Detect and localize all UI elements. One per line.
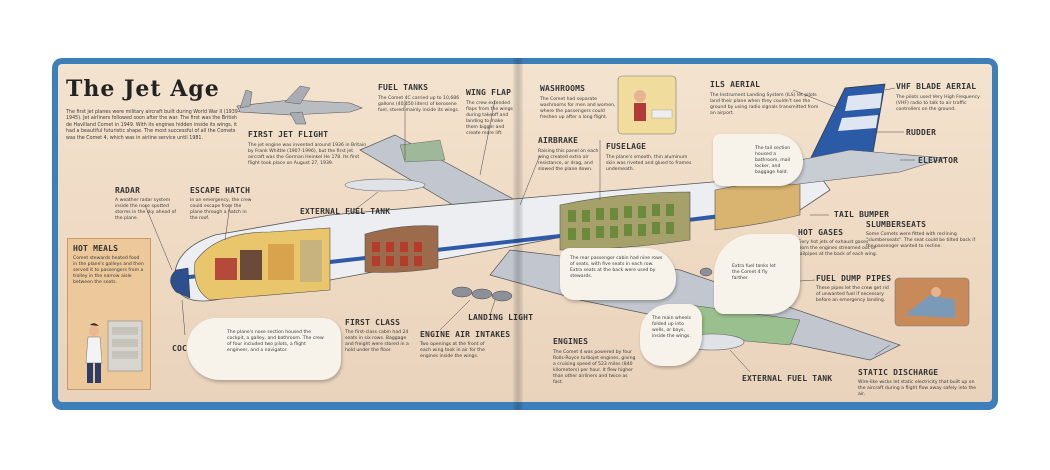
- vhf-aerial-heading: VHF blade aerial: [896, 82, 977, 91]
- heinkel-jet-illustration: [236, 85, 363, 125]
- tail-flap-text: The tail section housed a bathroom, mail…: [755, 146, 791, 175]
- fuel-tanks-heading: Fuel tanks: [378, 83, 429, 92]
- engines-heading: Engines: [553, 337, 589, 346]
- washrooms-text: The Comet had separate washrooms for men…: [540, 97, 616, 120]
- fuel-dump-heading: Fuel dump pipes: [816, 274, 892, 283]
- fuel-dump-text: These pipes let the crew get rid of unwa…: [816, 286, 889, 303]
- steward-illustration: [85, 320, 143, 383]
- escape-hatch-text: In an emergency, the crew could escape f…: [190, 198, 252, 221]
- hot-gases-heading: Hot gases: [798, 228, 844, 237]
- main-wheels-flap[interactable]: The main wheels folded up into wells, or…: [640, 304, 702, 366]
- hot-meals-heading: Hot meals: [73, 244, 119, 253]
- first-class-heading: First class: [345, 318, 401, 327]
- intro-text: The first jet planes were military aircr…: [66, 110, 240, 141]
- engine-intakes-heading: Engine air intakes: [420, 330, 511, 339]
- engine-intakes-text: Two openings at the front of each wing t…: [420, 342, 485, 359]
- wing-tank-flap-text: Extra fuel tanks let the Comet 4 fly far…: [732, 264, 776, 281]
- wing-tank-flap[interactable]: Extra fuel tanks let the Comet 4 fly far…: [714, 234, 800, 314]
- landing-light-label: Landing light: [468, 313, 534, 322]
- fuselage-text: The plane's smooth, thin aluminum skin w…: [606, 155, 692, 172]
- engine-exhausts: [451, 286, 513, 302]
- airbrake-heading: Airbrake: [538, 136, 579, 145]
- nose-flap-text: The plane's nose section housed the cock…: [227, 330, 324, 353]
- radar-text: A weather radar system inside the nose s…: [115, 198, 177, 221]
- first-flight-text: The jet engine was invented around 1936 …: [248, 143, 367, 166]
- slumberseats-heading: Slumberseats: [866, 220, 927, 229]
- page-title: The Jet Age: [66, 76, 220, 102]
- tail-bumper-label: Tail bumper: [834, 210, 890, 219]
- engines-text: The Comet 4 was powered by four Rolls-Ro…: [553, 350, 636, 385]
- first-flight-heading: First jet flight: [248, 130, 329, 139]
- wing-flap-heading: Wing flap: [466, 88, 512, 97]
- nose-flap[interactable]: The plane's nose section housed the cock…: [187, 318, 341, 380]
- first-class-text: The first-class cabin had 24 seats in si…: [345, 330, 409, 353]
- book-spine: [513, 58, 523, 410]
- nose-cone: [170, 267, 191, 299]
- washroom-illustration: [617, 75, 677, 135]
- static-discharge-text: Wire-like wicks let static electricity t…: [858, 380, 977, 397]
- hot-meals-box: Hot meals Comet stewards heated food in …: [67, 238, 151, 390]
- radar-heading: Radar: [115, 186, 141, 195]
- washrooms-heading: Washrooms: [540, 84, 586, 93]
- upper-fuel-tank: [344, 178, 426, 192]
- fuel-tanks-text: The Comet 4C carried up to 10,686 gallon…: [378, 96, 460, 113]
- vhf-aerial-text: The pilots used Very High Frequency (VHF…: [896, 95, 980, 112]
- escape-hatch-heading: Escape hatch: [190, 186, 251, 195]
- static-discharge-heading: Static discharge: [858, 368, 939, 377]
- slumberseats-text: Some Comets were fitted with reclining "…: [866, 232, 976, 249]
- cockpit-cutaway: [194, 227, 331, 301]
- rear-cabin-flap[interactable]: The rear passenger cabin had nine rows o…: [560, 248, 676, 300]
- main-wheels-flap-text: The main wheels folded up into wells, or…: [652, 316, 691, 339]
- rear-cabin-flap-text: The rear passenger cabin had nine rows o…: [570, 256, 663, 279]
- fuselage-heading: Fuselage: [606, 142, 647, 151]
- tail-flap[interactable]: The tail section housed a bathroom, mail…: [713, 134, 803, 186]
- wing-flap-text: The crew extended flaps from the wings d…: [466, 101, 513, 136]
- ils-aerial-heading: ILS aerial: [710, 80, 761, 89]
- rudder-label: Rudder: [906, 128, 937, 137]
- external-fuel-tank-top-label: External fuel tank: [300, 207, 391, 216]
- airbrake-text: Raising this panel on each wing created …: [538, 149, 599, 172]
- hot-gases-text: Fiery hot jets of exhaust gases from the…: [798, 240, 878, 257]
- hot-meals-text: Comet stewards heated food in the plane'…: [73, 256, 144, 285]
- external-fuel-tank-bottom-label: External fuel tank: [742, 374, 833, 383]
- elevator-label: Elevator: [918, 156, 959, 165]
- tail-cutaway: [714, 181, 801, 231]
- ils-aerial-text: The Instrument Landing System (ILS) let …: [710, 93, 819, 116]
